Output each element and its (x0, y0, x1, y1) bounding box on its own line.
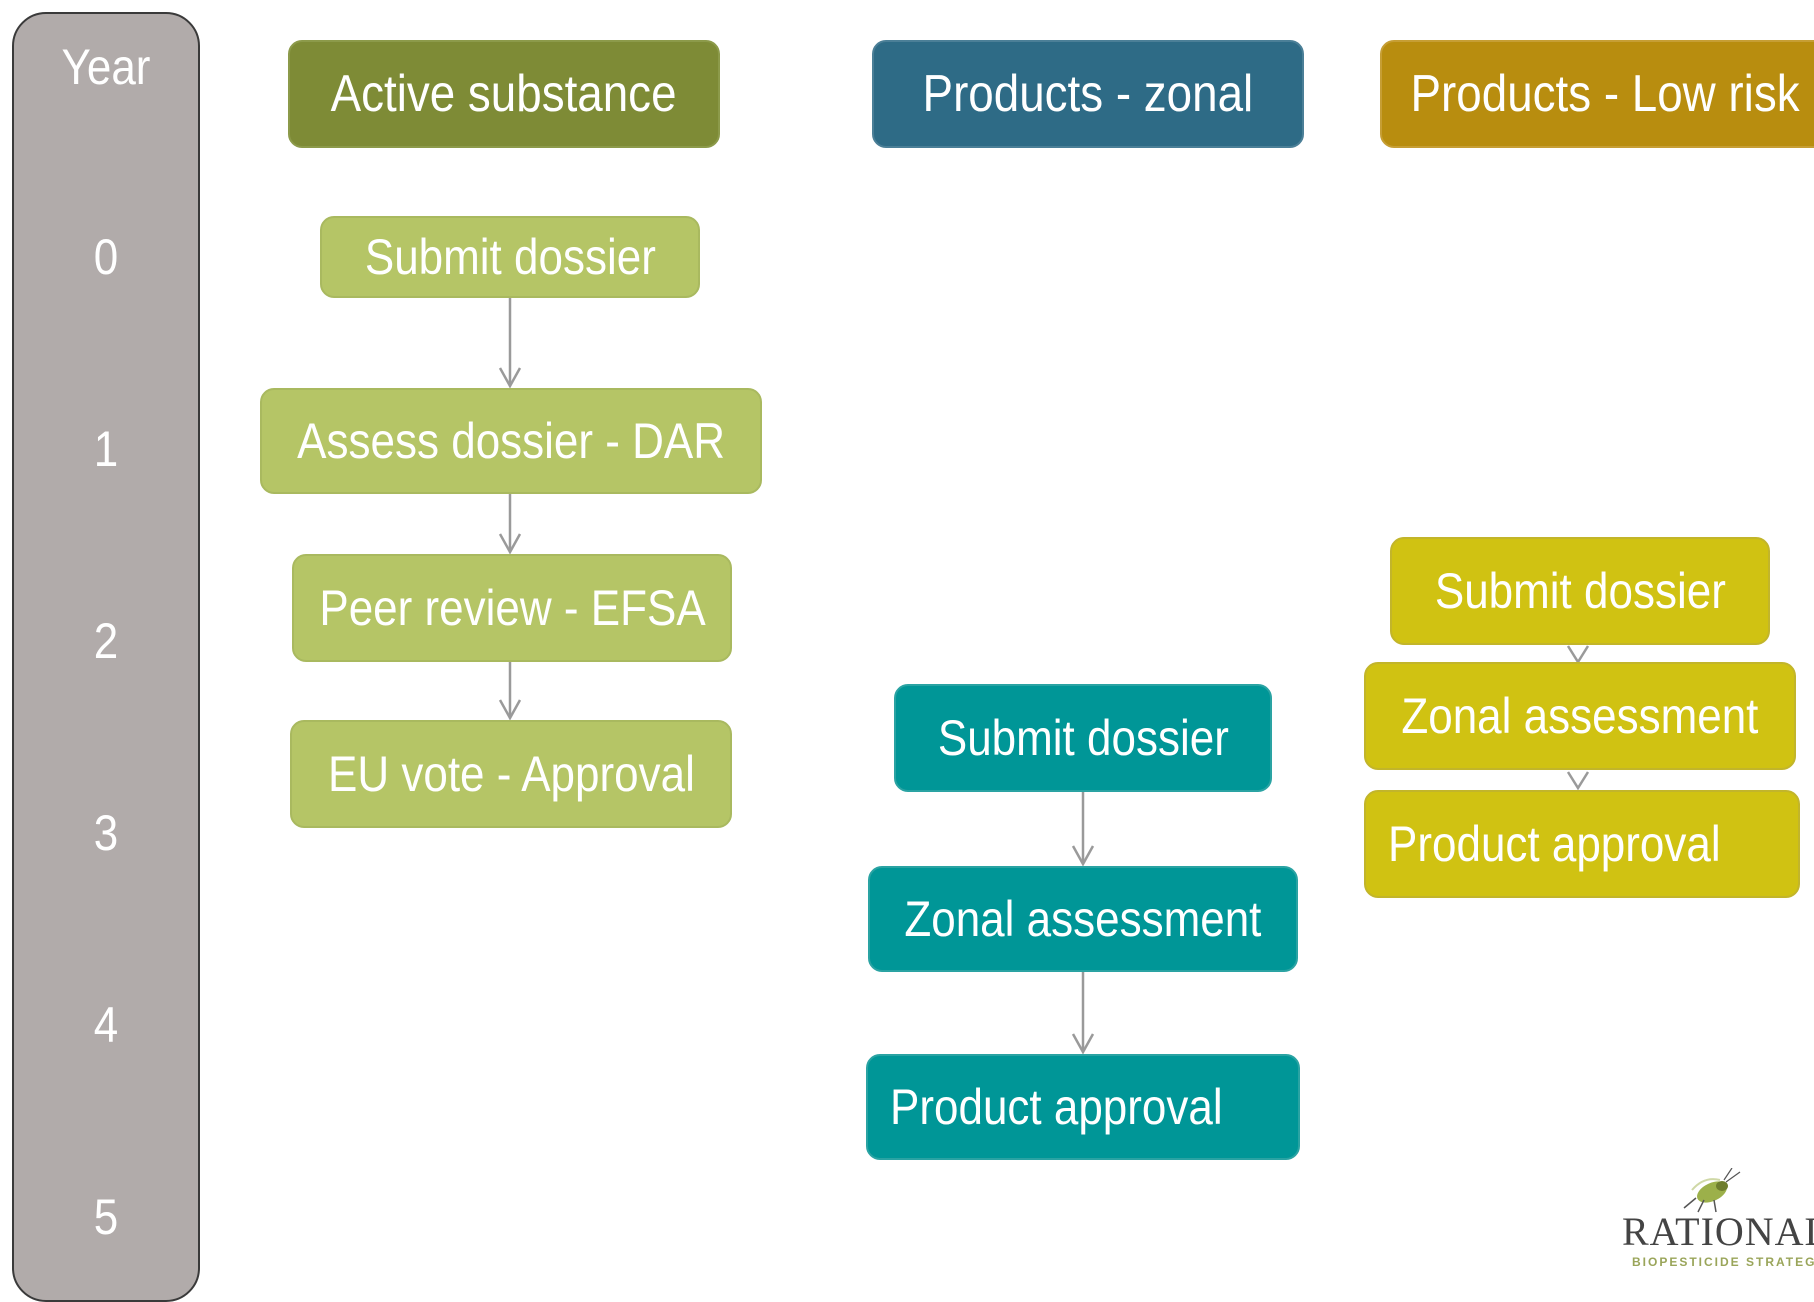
insect-icon (1683, 1168, 1741, 1213)
active-step-submit-dossier: Submit dossier (320, 216, 700, 298)
year-mark-0: 0 (93, 229, 119, 285)
year-timeline (12, 12, 200, 1302)
year-title: Year (61, 39, 151, 95)
header-products-zonal: Products - zonal (872, 40, 1304, 148)
rationale-logo (1683, 1168, 1741, 1213)
low-step-submit-dossier: Submit dossier (1390, 537, 1770, 645)
header-active-substance: Active substance (288, 40, 720, 148)
active-step-assess-dossier: Assess dossier - DAR (260, 388, 762, 494)
logo-tagline: BIOPESTICIDE STRATEGISTS (1632, 1255, 1814, 1269)
year-mark-4: 4 (93, 997, 119, 1053)
arrow-active-1 (498, 298, 522, 389)
active-step-peer-review: Peer review - EFSA (292, 554, 732, 662)
low-step-zonal-assessment: Zonal assessment (1364, 662, 1796, 770)
year-mark-3: 3 (93, 805, 119, 861)
logo-name: RATIONALE (1622, 1209, 1814, 1254)
arrow-zonal-1 (1071, 790, 1095, 867)
header-products-low-risk: Products - Low risk (1380, 40, 1814, 148)
zonal-step-product-approval: Product approval (866, 1054, 1300, 1160)
arrow-active-3 (498, 660, 522, 721)
low-step-product-approval: Product approval (1364, 790, 1800, 898)
zonal-step-submit-dossier: Submit dossier (894, 684, 1272, 792)
year-mark-1: 1 (93, 421, 119, 477)
arrow-low-1 (1566, 645, 1590, 665)
arrow-zonal-2 (1071, 970, 1095, 1055)
year-mark-5: 5 (93, 1189, 119, 1245)
active-step-eu-vote: EU vote - Approval (290, 720, 732, 828)
arrow-low-2 (1566, 771, 1590, 791)
arrow-active-2 (498, 492, 522, 555)
zonal-step-zonal-assessment: Zonal assessment (868, 866, 1298, 972)
year-mark-2: 2 (93, 613, 119, 669)
